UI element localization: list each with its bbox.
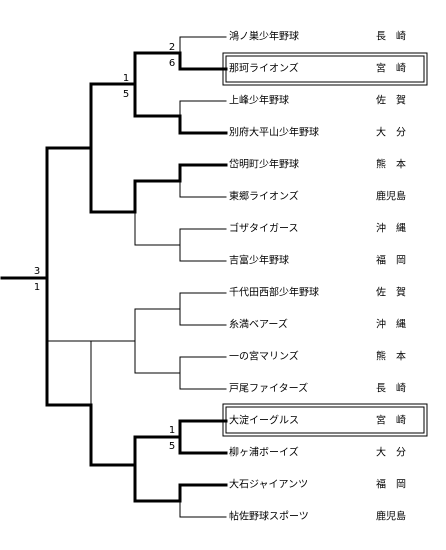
- bracket-line-winner: [89, 146, 228, 214]
- team-names: 鴻ノ巣少年野球 那珂ライオンズ 上峰少年野球 別府大平山少年野球 岱明町少年野球…: [229, 30, 319, 523]
- bracket-line-winner: [45, 146, 93, 407]
- team-name: 鴻ノ巣少年野球: [229, 30, 299, 43]
- score-top: 1: [123, 73, 129, 84]
- team-name: 糸満ベアーズ: [229, 318, 288, 331]
- bracket-line-winner: [178, 435, 228, 455]
- score-bottom: 6: [169, 58, 175, 69]
- team-prefecture: 長 崎: [376, 382, 406, 395]
- team-name: 帖佐野球スポーツ: [229, 510, 309, 523]
- bracket-line: [179, 228, 227, 262]
- bracket-line: [179, 100, 227, 117]
- team-prefecture: 鹿児島: [376, 510, 406, 523]
- team-prefecture: 福 岡: [376, 254, 406, 267]
- team-name: 別府大平山少年野球: [229, 126, 319, 139]
- team-prefecture: 大 分: [376, 446, 406, 459]
- team-name: 吉富少年野球: [229, 254, 289, 267]
- score-top: 1: [169, 425, 175, 436]
- team-prefecture: 佐 賀: [376, 287, 406, 299]
- team-prefecture: 佐 賀: [376, 95, 406, 107]
- team-prefecture: 沖 縄: [376, 318, 406, 331]
- bracket-line: [179, 180, 227, 198]
- score-bottom: 1: [34, 282, 40, 293]
- score-top: 3: [34, 266, 40, 277]
- team-name: 柳ヶ浦ボーイズ: [229, 446, 299, 459]
- bracket-line-winner: [89, 82, 228, 150]
- team-name: ゴザタイガース: [229, 222, 299, 235]
- team-prefecture: 熊 本: [376, 350, 406, 363]
- bracket-line: [179, 36, 227, 54]
- bracket-line-winner: [45, 403, 93, 467]
- score-bottom: 5: [169, 441, 175, 452]
- team-name: 戸尾ファイターズ: [229, 382, 308, 395]
- bracket-line: [134, 211, 181, 246]
- team-name: 上峰少年野球: [229, 94, 289, 107]
- team-name: 一の宮マリンズ: [229, 350, 299, 363]
- bracket-line: [46, 340, 92, 406]
- team-prefecture: 宮 崎: [376, 414, 406, 427]
- team-name: 東郷ライオンズ: [229, 190, 299, 203]
- bracket-line: [179, 356, 227, 390]
- team-prefecture: 沖 縄: [376, 222, 406, 235]
- team-prefecture: 福 岡: [376, 478, 406, 491]
- team-name: 大淀イーグルス: [229, 414, 299, 427]
- team-prefecture: 長 崎: [376, 30, 406, 43]
- team-name: 那珂ライオンズ: [229, 62, 299, 75]
- score-bottom: 5: [123, 89, 129, 100]
- bracket-line: [134, 308, 181, 374]
- team-prefectures: 長 崎 宮 崎 佐 賀 大 分 熊 本 鹿児島 沖 縄 福 岡 佐 賀 沖 縄 …: [376, 30, 406, 523]
- team-prefecture: 宮 崎: [376, 62, 406, 75]
- bracket-line: [90, 340, 136, 466]
- bracket-line-winner: [133, 51, 228, 86]
- highlight-boxes: [222, 52, 428, 437]
- bracket-line: [179, 292, 227, 326]
- team-prefecture: 熊 本: [376, 158, 406, 171]
- team-name: 千代田西部少年野球: [229, 286, 319, 299]
- bracket-line-winner: [89, 463, 228, 503]
- team-prefecture: 鹿児島: [376, 190, 406, 203]
- team-name: 大石ジャイアンツ: [229, 478, 308, 491]
- score-top: 2: [169, 42, 175, 53]
- bracket-lines-thick: [0, 51, 228, 503]
- team-name: 岱明町少年野球: [229, 158, 299, 171]
- bracket-line: [179, 500, 227, 518]
- scores: 2 6 1 5 3 1 1 5: [34, 42, 175, 452]
- team-prefecture: 大 分: [376, 126, 406, 139]
